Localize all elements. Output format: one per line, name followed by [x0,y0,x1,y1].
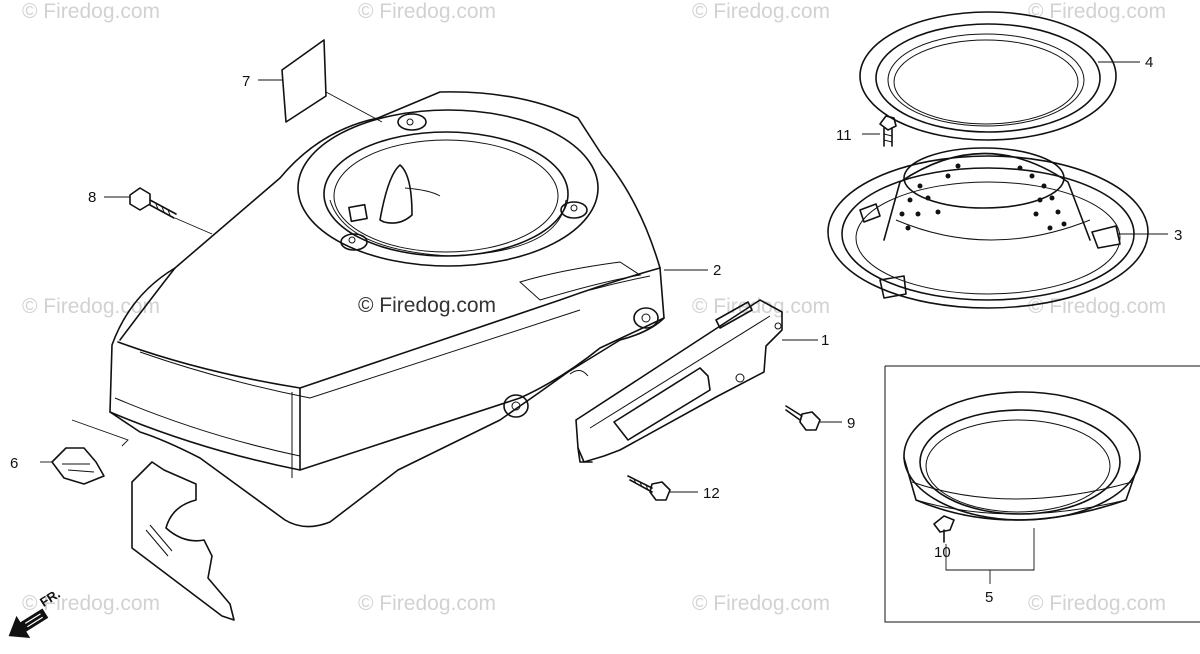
callout-11: 11 [836,127,852,144]
bolt-part-9 [785,405,821,431]
watermark: © Firedog.com [358,0,497,23]
callout-7: 7 [242,73,250,90]
watermark: © Firedog.com [22,295,161,318]
callout-8: 8 [88,189,96,206]
callout-5: 5 [985,589,993,606]
element-part-5 [903,391,1141,521]
packing-ring-part-4 [859,11,1117,141]
watermark: © Firedog.com [692,295,831,318]
callout-12: 12 [703,485,720,502]
front-direction-label: FR. [37,586,63,610]
callout-3: 3 [1174,227,1182,244]
watermark: © Firedog.com [692,0,831,23]
callout-numbers: 1 2 3 4 5 6 7 8 9 10 11 12 [10,54,1182,606]
watermark: © Firedog.com [22,592,161,615]
bolt-part-11 [879,115,897,147]
bolt-part-8 [129,187,213,235]
inset-box-group [884,365,1200,623]
callout-1: 1 [821,332,829,349]
pin-part-10 [933,515,955,543]
watermark: © Firedog.com [1028,0,1167,23]
bolt-part-12 [627,475,671,501]
clip-part-6 [51,419,129,485]
center-watermark: © Firedog.com [358,294,497,317]
callout-9: 9 [847,415,855,432]
label-part-7 [281,39,383,123]
bracket-part-1 [575,299,783,463]
fan-cover-part-2 [109,91,665,528]
watermark: © Firedog.com [22,0,161,23]
watermark: © Firedog.com [1028,295,1167,318]
callout-4: 4 [1145,54,1153,71]
baffle-plate [131,461,235,621]
callout-6: 6 [10,455,18,472]
leader-lines [40,61,1168,584]
callout-10: 10 [934,544,951,561]
watermark: © Firedog.com [358,592,497,615]
front-direction-arrow: FR. [8,586,63,638]
watermark: © Firedog.com [1028,592,1167,615]
screen-guard-part-3 [827,147,1149,309]
watermark: © Firedog.com [692,592,831,615]
callout-2: 2 [713,262,721,279]
